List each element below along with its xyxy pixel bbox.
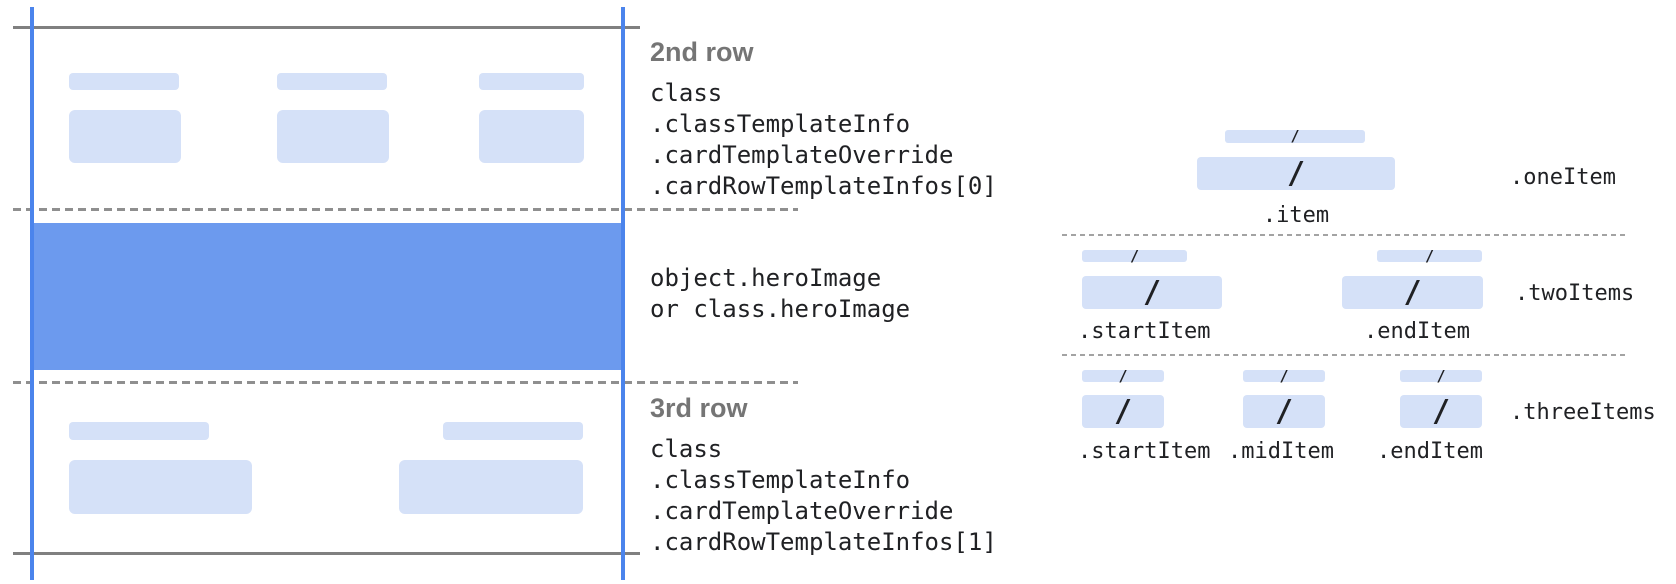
- two-items-end-title-bar: /: [1377, 246, 1482, 265]
- slash-glyph: /: [1290, 127, 1300, 145]
- two-items-start-body-bar: /: [1082, 276, 1222, 309]
- card-top-line: [13, 26, 640, 29]
- card-right-edge-line: [621, 7, 625, 580]
- card-left-edge-line: [30, 7, 34, 580]
- row2-code-line-4: .cardRowTemplateInfos[0]: [650, 172, 997, 200]
- three-items-start-body-bar: /: [1082, 395, 1164, 428]
- hero-annotation: object.heroImage or class.heroImage: [650, 263, 910, 325]
- slash-glyph: /: [1142, 274, 1162, 310]
- row2-heading: 2nd row: [650, 37, 754, 67]
- three-items-start-label: .startItem: [1078, 439, 1211, 464]
- slash-glyph: /: [1286, 155, 1306, 191]
- slash-glyph: /: [1113, 393, 1133, 429]
- row3-annotation: 3rd row class .classTemplateInfo .cardTe…: [650, 392, 997, 558]
- slash-glyph: /: [1436, 366, 1446, 385]
- slash-glyph: /: [1424, 246, 1435, 265]
- two-items-end-label: .endItem: [1364, 319, 1470, 344]
- layout-divider-dashed-1: [1062, 234, 1628, 236]
- row-divider-dashed-top: [13, 208, 798, 211]
- slash-glyph: /: [1279, 366, 1289, 385]
- one-item-title-bar: /: [1225, 127, 1365, 145]
- two-items-end-body-bar: /: [1342, 276, 1483, 309]
- one-item-body-bar: /: [1197, 157, 1395, 190]
- row2-code-line-1: class: [650, 79, 723, 107]
- row3-code-line-2: .classTemplateInfo: [650, 466, 911, 494]
- layout-divider-dashed-2: [1062, 354, 1628, 356]
- row2-code-line-3: .cardTemplateOverride: [650, 141, 954, 169]
- card-bottom-line: [13, 552, 640, 555]
- row2-col1-body-box: [69, 110, 181, 163]
- two-items-start-label: .startItem: [1078, 319, 1211, 344]
- slash-glyph: /: [1129, 246, 1140, 265]
- row2-col1-label-bar: [69, 73, 179, 90]
- three-items-end-title-bar: /: [1400, 366, 1482, 385]
- two-items-start-title-bar: /: [1082, 246, 1187, 265]
- row2-col3-label-bar: [479, 73, 584, 90]
- row2-col3-body-box: [479, 110, 584, 163]
- row3-code-line-3: .cardTemplateOverride: [650, 497, 954, 525]
- slash-glyph: /: [1274, 393, 1294, 429]
- row3-left-body-box: [69, 460, 252, 514]
- three-items-end-body-bar: /: [1400, 395, 1482, 428]
- three-items-mid-body-bar: /: [1243, 395, 1325, 428]
- one-item-label: .oneItem: [1510, 165, 1616, 190]
- row3-code-line-4: .cardRowTemplateInfos[1]: [650, 528, 997, 556]
- hero-image-band: [34, 223, 621, 370]
- three-items-mid-title-bar: /: [1243, 366, 1325, 385]
- three-items-start-title-bar: /: [1082, 366, 1164, 385]
- hero-code-line-2: or class.heroImage: [650, 295, 911, 323]
- row2-col2-body-box: [277, 110, 389, 163]
- slash-glyph: /: [1431, 393, 1451, 429]
- three-items-end-label: .endItem: [1377, 439, 1483, 464]
- row2-annotation: 2nd row class .classTemplateInfo .cardTe…: [650, 36, 997, 202]
- three-items-mid-label: .midItem: [1228, 439, 1334, 464]
- row2-col2-label-bar: [277, 73, 387, 90]
- slash-glyph: /: [1403, 274, 1422, 310]
- row3-right-label-bar: [443, 422, 583, 440]
- slash-glyph: /: [1118, 366, 1128, 385]
- row3-right-body-box: [399, 460, 583, 514]
- row-divider-dashed-bottom: [13, 381, 798, 384]
- row2-code-line-2: .classTemplateInfo: [650, 110, 911, 138]
- row3-code-line-1: class: [650, 435, 723, 463]
- hero-code-line-1: object.heroImage: [650, 264, 882, 292]
- row3-left-label-bar: [69, 422, 209, 440]
- row3-heading: 3rd row: [650, 393, 748, 423]
- item-label: .item: [1262, 203, 1330, 228]
- three-items-label: .threeItems: [1510, 400, 1656, 425]
- two-items-label: .twoItems: [1515, 281, 1635, 306]
